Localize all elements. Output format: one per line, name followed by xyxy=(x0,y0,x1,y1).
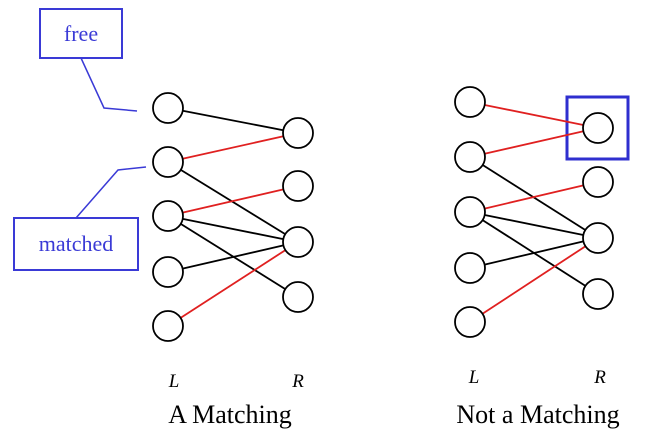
matched-callout-label: matched xyxy=(39,231,114,256)
right-node xyxy=(582,278,614,310)
matched-callout-box xyxy=(13,217,139,271)
right-set-label: R xyxy=(593,367,606,388)
left-node xyxy=(454,252,486,284)
left-node xyxy=(454,141,486,173)
matched-edge xyxy=(484,184,584,210)
matched-edge xyxy=(182,135,284,160)
right-node xyxy=(582,166,614,198)
matched-callout-pointer xyxy=(75,166,147,219)
matched-edge xyxy=(182,188,284,214)
free-callout-pointer xyxy=(80,57,138,112)
right-node xyxy=(582,112,614,144)
matched-callout: matched xyxy=(13,166,147,271)
free-callout-box xyxy=(39,8,123,59)
unmatched-edge xyxy=(180,169,286,235)
graph-not-a-matching-nodes xyxy=(454,86,614,338)
left-node xyxy=(152,256,184,288)
matched-edge xyxy=(180,249,286,319)
right-node xyxy=(282,170,314,202)
caption-a-matching: A Matching xyxy=(168,400,292,429)
right-node xyxy=(282,281,314,313)
right-set-label: R xyxy=(291,371,304,392)
unmatched-edge xyxy=(182,218,284,240)
left-node xyxy=(454,306,486,338)
matched-edge xyxy=(482,245,586,315)
unmatched-edge xyxy=(182,244,284,270)
left-node xyxy=(152,92,184,124)
graph-a-matching-nodes xyxy=(152,92,314,342)
unmatched-edge xyxy=(484,240,584,266)
free-callout-label: free xyxy=(64,21,98,46)
left-node xyxy=(152,310,184,342)
left-node xyxy=(454,196,486,228)
unmatched-edge xyxy=(484,214,584,236)
free-callout: free xyxy=(39,8,138,112)
graph-not-a-matching: L R Not a Matching xyxy=(454,86,630,429)
right-node xyxy=(582,222,614,254)
left-node xyxy=(454,86,486,118)
left-node xyxy=(152,200,184,232)
left-set-label: L xyxy=(468,367,480,388)
highlight-box xyxy=(565,95,630,161)
graph-a-matching: L R A Matching xyxy=(152,92,314,429)
matched-edge xyxy=(484,104,584,126)
caption-not-a-matching: Not a Matching xyxy=(456,400,619,429)
unmatched-edge xyxy=(182,109,284,132)
matched-edge xyxy=(484,130,584,155)
right-node xyxy=(282,117,314,149)
graph-not-a-matching-edges xyxy=(482,104,586,315)
graph-a-matching-edges xyxy=(180,109,286,319)
right-node xyxy=(282,226,314,258)
left-node xyxy=(152,146,184,178)
left-set-label: L xyxy=(168,371,180,392)
